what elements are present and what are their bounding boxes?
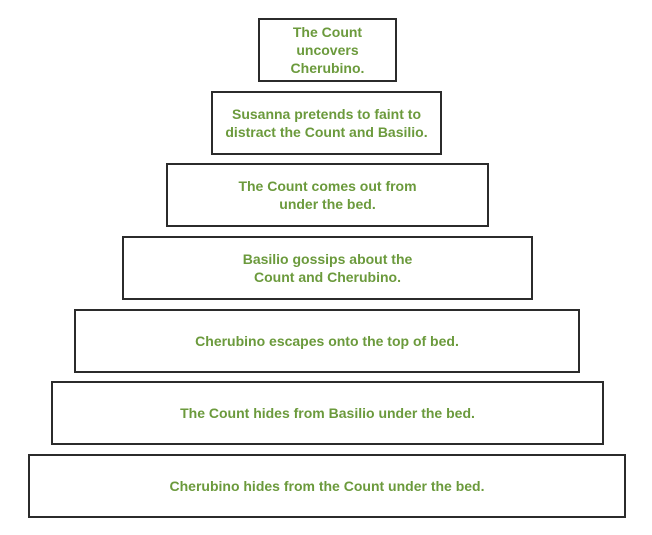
pyramid-step-7: Cherubino hides from the Count under the… bbox=[28, 454, 626, 518]
pyramid-step-4: Basilio gossips about the Count and Cher… bbox=[122, 236, 533, 300]
pyramid-step-1: The Count uncovers Cherubino. bbox=[258, 18, 397, 82]
pyramid-step-6: The Count hides from Basilio under the b… bbox=[51, 381, 604, 445]
pyramid-step-3: The Count comes out from under the bed. bbox=[166, 163, 489, 227]
pyramid-step-2: Susanna pretends to faint to distract th… bbox=[211, 91, 442, 155]
pyramid-step-5: Cherubino escapes onto the top of bed. bbox=[74, 309, 580, 373]
